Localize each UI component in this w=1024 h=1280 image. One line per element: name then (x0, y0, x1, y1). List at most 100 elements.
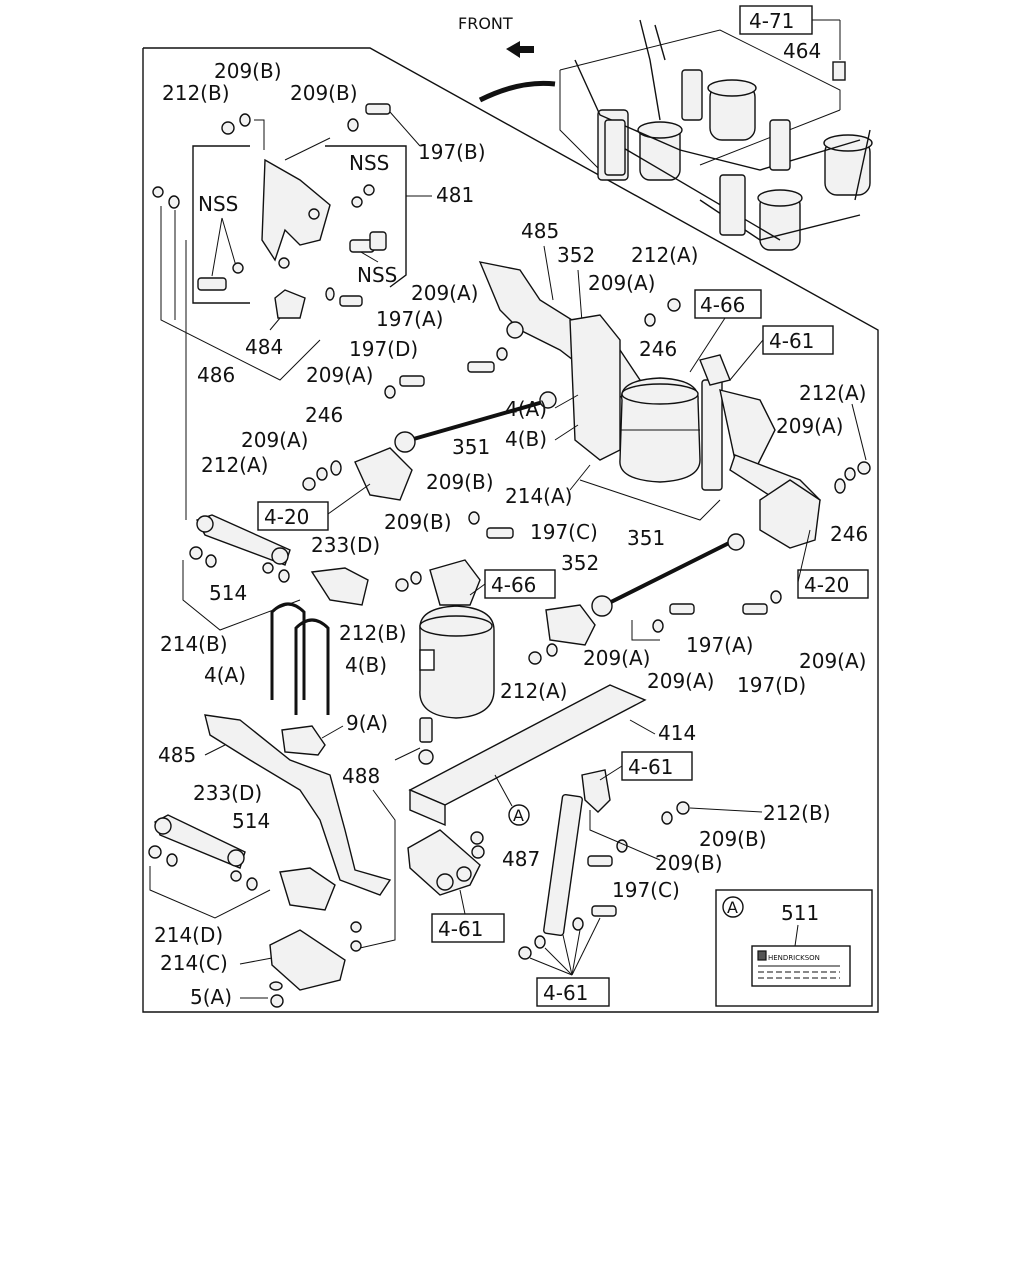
part-upper-clamp (310, 567, 369, 606)
front-label: FRONT (458, 14, 513, 33)
part-lower-clamp (279, 867, 336, 911)
shock-absorber-lower (543, 793, 583, 937)
label-nss-2: NSS (198, 192, 238, 216)
label-351-2: 351 (627, 526, 665, 550)
label-214d: 214(D) (154, 923, 223, 947)
callout-4-66-top[interactable]: 4-66 (700, 293, 745, 317)
shock-absorber-top (701, 379, 723, 491)
label-209a-1: 209(A) (588, 271, 655, 295)
callout-box (431, 913, 505, 943)
inset-part-number: 511 (781, 901, 819, 925)
label-209a-5: 209(A) (776, 414, 843, 438)
label-481: 481 (436, 183, 474, 207)
part-9a (281, 725, 326, 756)
label-214b: 214(B) (160, 632, 228, 656)
label-351-1: 351 (452, 435, 490, 459)
part-484 (274, 289, 306, 319)
label-209b-3: 209(B) (426, 470, 494, 494)
label-212a-1: 212(A) (631, 243, 698, 267)
label-485-top: 485 (521, 219, 559, 243)
label-485-low: 485 (158, 743, 196, 767)
part-351-rod-lower (604, 538, 736, 607)
label-487: 487 (502, 847, 540, 871)
label-197d-1: 197(D) (349, 337, 418, 361)
label-209b-1: 209(B) (214, 59, 282, 83)
ref-a-marker-text: A (513, 806, 524, 825)
label-486: 486 (197, 363, 235, 387)
part-481-bracket (261, 158, 331, 262)
label-4a-1: 4(A) (505, 397, 547, 421)
label-464: 464 (783, 39, 821, 63)
ref-a-marker (508, 804, 530, 826)
callout-box (739, 5, 813, 35)
label-246-2: 246 (305, 403, 343, 427)
label-4b-1: 4(B) (505, 427, 547, 451)
label-197b: 197(B) (418, 140, 486, 164)
part-352-bracket (569, 314, 621, 461)
label-484: 484 (245, 335, 283, 359)
part-351-rod-upper (409, 398, 551, 442)
label-5a: 5(A) (190, 985, 232, 1009)
label-nss-3: NSS (357, 263, 397, 287)
callout-box (694, 289, 762, 319)
callout-4-20-right[interactable]: 4-20 (804, 573, 849, 597)
part-bracket-4-20-left (354, 447, 413, 501)
label-197d-2: 197(D) (737, 673, 806, 697)
callout-box (536, 977, 610, 1007)
label-233d-2: 233(D) (193, 781, 262, 805)
callout-box (621, 751, 693, 781)
callout-4-71[interactable]: 4-71 (749, 9, 794, 33)
front-arrow-icon (506, 41, 534, 58)
air-spring-mid (419, 605, 495, 719)
part-right-hanger (719, 389, 776, 471)
label-212b-1: 212(B) (162, 81, 230, 105)
label-nss-1: NSS (349, 151, 389, 175)
part-u-bolt-4a (270, 602, 306, 700)
part-214c-saddle (269, 929, 346, 991)
label-514-1: 514 (209, 581, 247, 605)
callout-box (257, 501, 329, 531)
label-209a-4: 209(A) (241, 428, 308, 452)
label-209a-3: 209(A) (306, 363, 373, 387)
label-209b-6: 209(B) (655, 851, 723, 875)
label-212b-3: 212(B) (763, 801, 831, 825)
label-214a: 214(A) (505, 484, 572, 508)
label-246-3: 246 (830, 522, 868, 546)
label-212a-4: 212(A) (500, 679, 567, 703)
callout-4-61-low[interactable]: 4-61 (438, 917, 483, 941)
part-bracket-4-20-right (759, 479, 821, 549)
label-197a-2: 197(A) (686, 633, 753, 657)
label-414: 414 (658, 721, 696, 745)
callout-4-61-top[interactable]: 4-61 (769, 329, 814, 353)
label-4a-2: 4(A) (204, 663, 246, 687)
label-212a-3: 212(A) (799, 381, 866, 405)
part-upper-plate-mid (429, 559, 481, 606)
main-frame (142, 47, 879, 1013)
label-209a-6: 209(A) (583, 646, 650, 670)
hanger-sub-box (192, 145, 250, 304)
callout-4-61-bottom[interactable]: 4-61 (543, 981, 588, 1005)
label-209a-2: 209(A) (411, 281, 478, 305)
label-212b-2: 212(B) (339, 621, 407, 645)
label-212a-2: 212(A) (201, 453, 268, 477)
inset-a-511: A 511 HENDRICKSON (715, 889, 873, 1007)
inset-plate-text: HENDRICKSON (768, 954, 820, 962)
air-spring-top (619, 377, 701, 483)
label-352-mid: 352 (561, 551, 599, 575)
callout-4-66-mid[interactable]: 4-66 (491, 573, 536, 597)
label-4b-2: 4(B) (345, 653, 387, 677)
label-209b-2: 209(B) (290, 81, 358, 105)
callout-4-20-left[interactable]: 4-20 (264, 505, 309, 529)
label-197a-1: 197(A) (376, 307, 443, 331)
assembly-overview (559, 19, 873, 251)
part-u-bolt-4b (294, 618, 330, 715)
front-curve-arrow-icon (478, 80, 556, 103)
part-shock-mount (581, 769, 611, 813)
label-197c-1: 197(C) (530, 520, 598, 544)
callout-4-61-mid[interactable]: 4-61 (628, 755, 673, 779)
label-352-top: 352 (557, 243, 595, 267)
part-464 (832, 61, 846, 81)
label-197c-2: 197(C) (612, 878, 680, 902)
label-233d-1: 233(D) (311, 533, 380, 557)
